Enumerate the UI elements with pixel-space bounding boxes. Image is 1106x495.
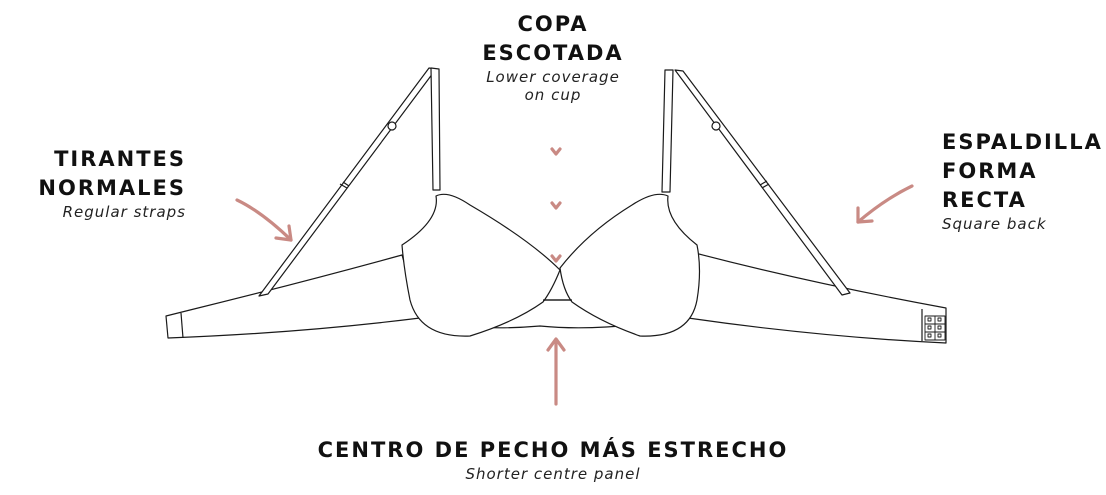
label-narrow-centre: CENTRO DE PECHO MÁS ESTRECHO Shorter cen… (253, 436, 853, 483)
label-subtitle: Shorter centre panel (465, 465, 641, 483)
label-regular-straps: TIRANTES NORMALES Regular straps (38, 145, 186, 221)
arrow-icon (235, 198, 293, 242)
bra-illustration (165, 67, 947, 344)
label-title: TIRANTES (54, 147, 186, 171)
label-subtitle: Regular straps (62, 203, 186, 221)
arrow-icon (546, 337, 566, 406)
label-title: RECTA (942, 188, 1027, 212)
label-title: FORMA (942, 159, 1038, 183)
label-low-cut-cup: COPA ESCOTADA Lower coverage on cup (453, 10, 653, 104)
label-title: COPA (517, 12, 589, 36)
chevron-down-icon (550, 147, 562, 156)
label-title: NORMALES (38, 176, 186, 200)
label-subtitle: on cup (524, 86, 582, 104)
label-subtitle: Lower coverage (486, 68, 620, 86)
label-subtitle: Square back (942, 215, 1047, 233)
label-title: ESCOTADA (482, 41, 624, 65)
label-square-back: ESPALDILLA FORMA RECTA Square back (942, 128, 1103, 233)
hook-eye-closure (924, 315, 946, 341)
label-title: ESPALDILLA (942, 130, 1103, 154)
arrow-icon (856, 184, 914, 224)
chevron-down-icon (550, 201, 562, 210)
label-title: CENTRO DE PECHO MÁS ESTRECHO (317, 438, 789, 462)
annotation-arrows (235, 147, 914, 406)
chevron-down-icon (550, 254, 562, 263)
